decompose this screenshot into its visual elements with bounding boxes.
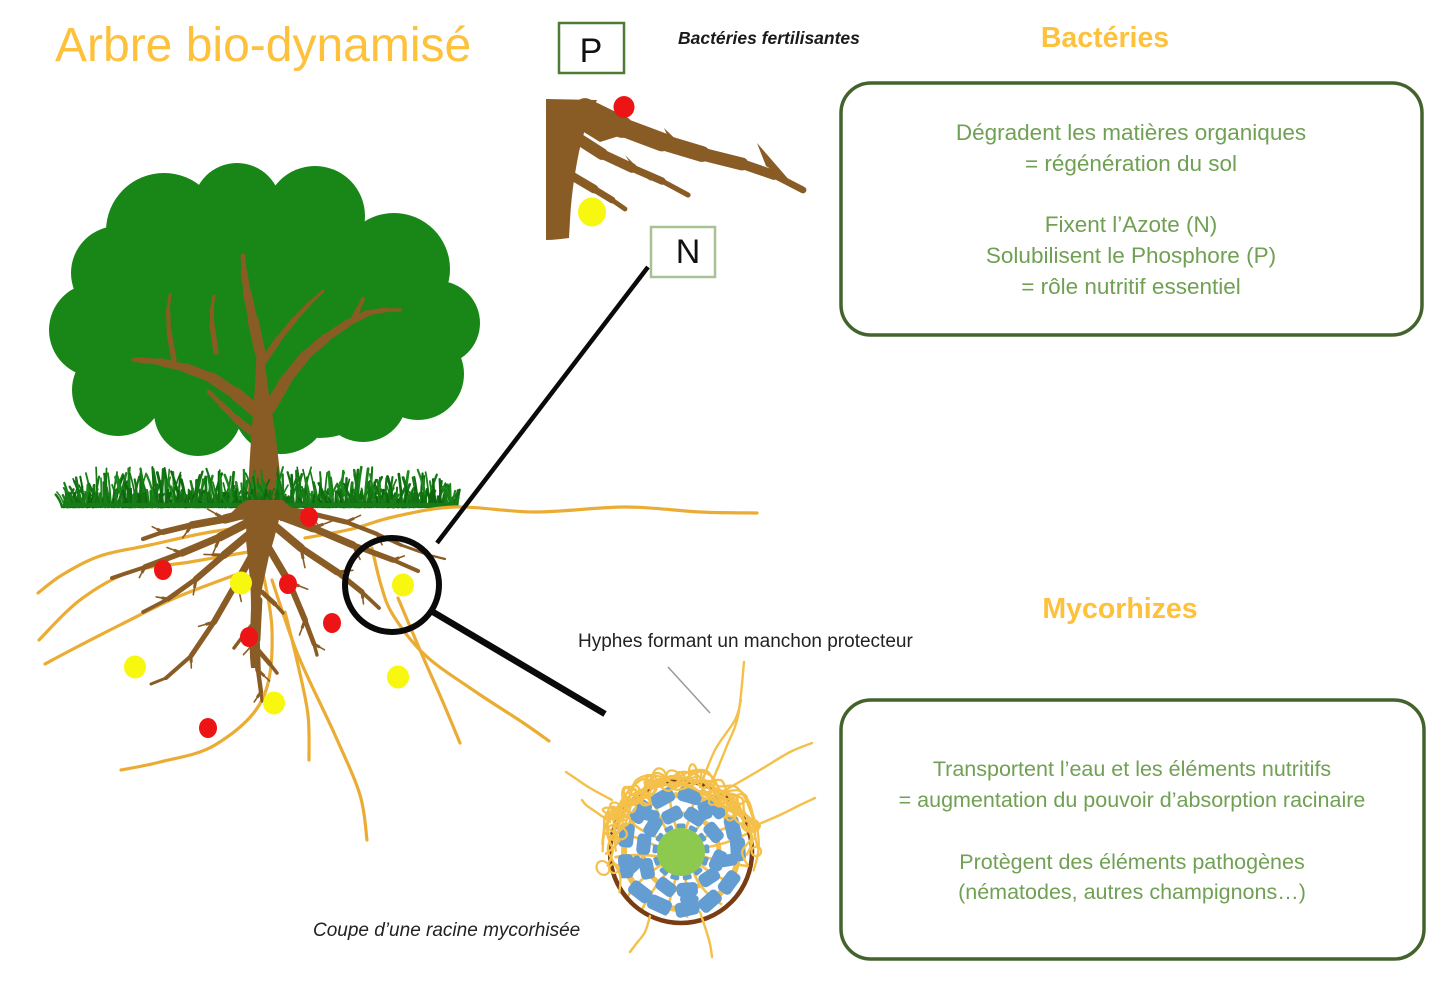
svg-text:Bactéries: Bactéries: [1041, 22, 1169, 54]
svg-text:Protègent des éléments pathogè: Protègent des éléments pathogènes: [959, 850, 1304, 874]
svg-text:Transportent l’eau et les élém: Transportent l’eau et les éléments nutri…: [933, 757, 1331, 781]
svg-text:Bactéries fertilisantes: Bactéries fertilisantes: [678, 28, 860, 48]
svg-text:N: N: [676, 233, 701, 271]
svg-text:= rôle nutritif essentiel: = rôle nutritif essentiel: [1021, 274, 1241, 299]
svg-text:Solubilisent le Phosphore (P): Solubilisent le Phosphore (P): [986, 243, 1276, 268]
svg-text:Hyphes formant un manchon prot: Hyphes formant un manchon protecteur: [578, 631, 913, 652]
svg-text:P: P: [580, 32, 603, 70]
svg-text:= régénération du sol: = régénération du sol: [1025, 151, 1237, 176]
svg-text:Dégradent les matières organiq: Dégradent les matières organiques: [956, 120, 1306, 145]
svg-text:Arbre bio-dynamisé: Arbre bio-dynamisé: [55, 19, 471, 72]
svg-text:Mycorhizes: Mycorhizes: [1042, 593, 1197, 625]
svg-text:= augmentation du pouvoir d’ab: = augmentation du pouvoir d’absorption r…: [899, 788, 1366, 812]
svg-text:Coupe d’une racine mycorhisée: Coupe d’une racine mycorhisée: [313, 920, 580, 941]
svg-text:Fixent l’Azote (N): Fixent l’Azote (N): [1045, 212, 1218, 237]
svg-text:(nématodes, autres champignons: (nématodes, autres champignons…): [958, 880, 1306, 904]
